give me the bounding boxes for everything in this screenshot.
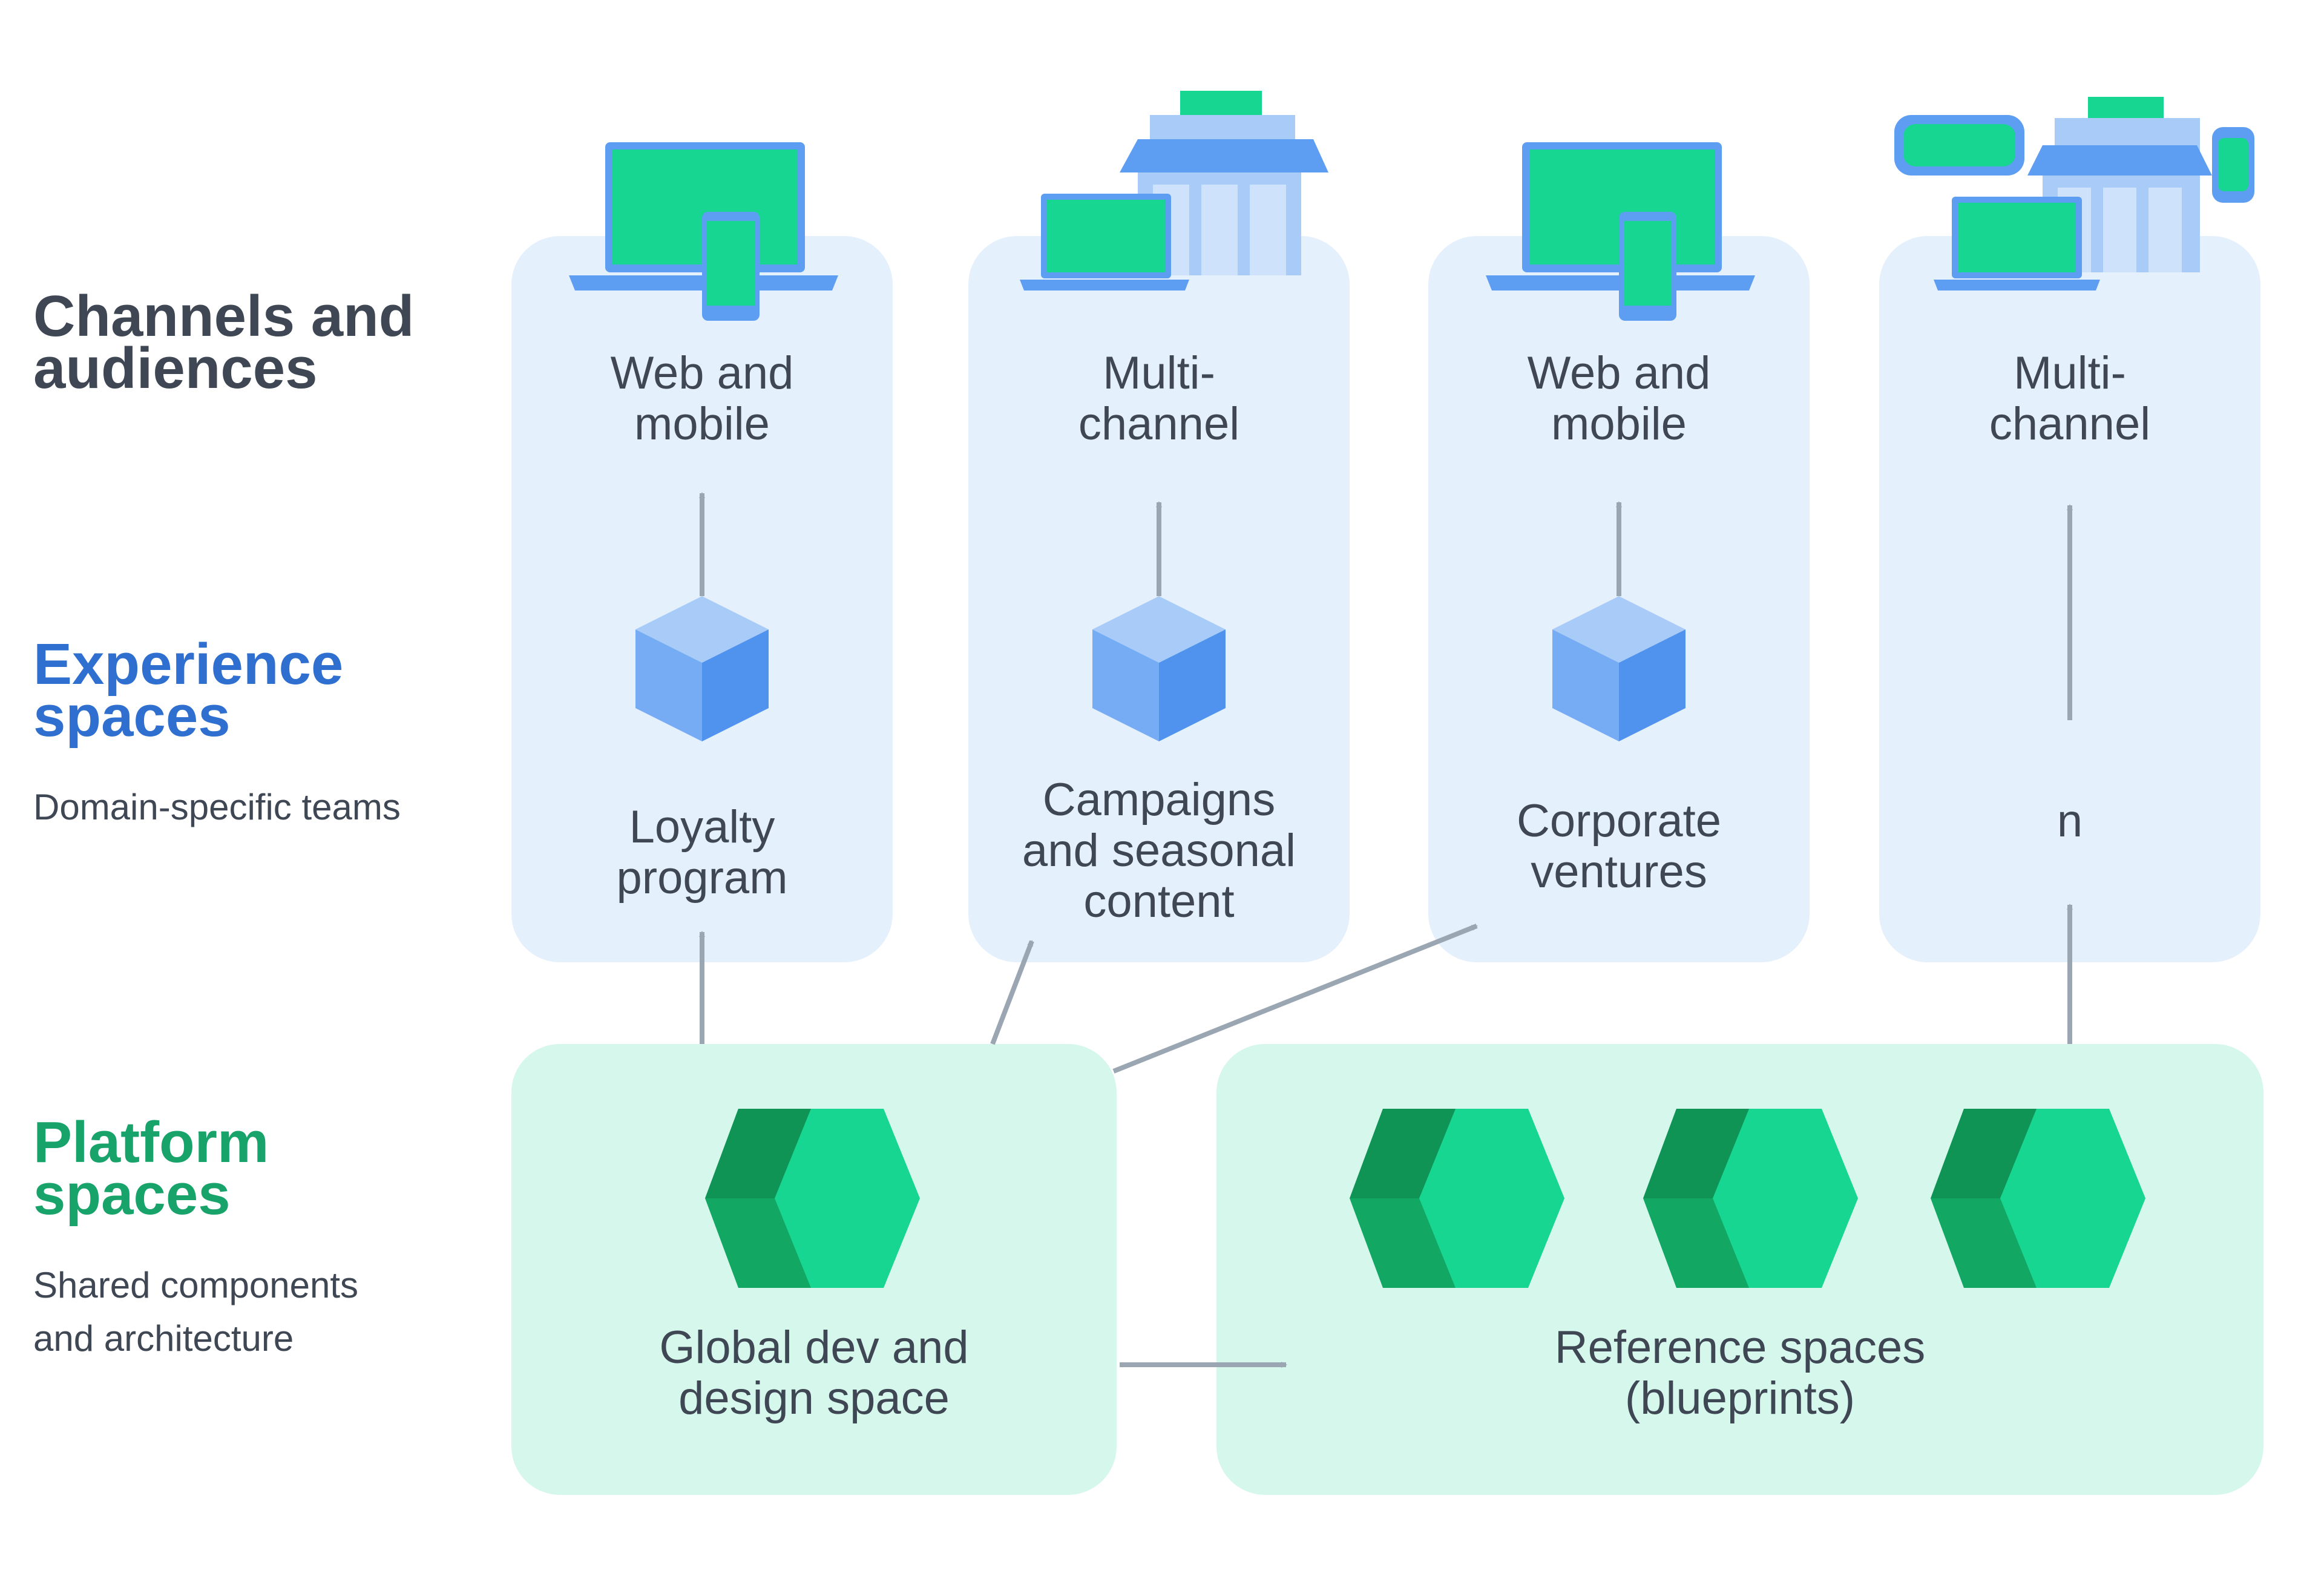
channel-label-3: Web and mobile [1527, 347, 1711, 450]
laptop-phone-icon [569, 142, 838, 321]
experience-cube-corporate-icon [1552, 596, 1686, 741]
arrow-global-to-corporate [1112, 924, 1478, 1074]
space-label-campaigns: Campaigns and seasonal content [1022, 774, 1296, 927]
platform-spaces-title: Platform spaces [33, 1110, 269, 1227]
platform-global-hexagon-icon [705, 1109, 920, 1288]
experience-spaces-subtitle: Domain-specific teams [33, 787, 401, 827]
experience-cube-loyalty-icon [635, 596, 769, 741]
reference-spaces-label: Reference spaces (blueprints) [1554, 1322, 1926, 1424]
channel-label-1: Web and mobile [610, 347, 794, 450]
arrows [699, 492, 2073, 1368]
experience-cube-campaigns-icon [1092, 596, 1226, 741]
channel-label-2: Multi- channel [1078, 347, 1240, 450]
laptop-store-icon [1020, 91, 1328, 291]
experience-spaces-title: Experience spaces [33, 632, 344, 749]
global-dev-design-label: Global dev and design space [659, 1322, 969, 1424]
vr-store-laptop-watch-icon [1894, 97, 2254, 291]
reference-hexagon-1-icon [1350, 1109, 1564, 1288]
reference-hexagon-2-icon [1643, 1109, 1858, 1288]
channel-label-4: Multi- channel [1989, 347, 2151, 450]
channels-audiences-title: Channels and audiences [33, 284, 415, 401]
space-label-n: n [2056, 795, 2083, 847]
space-label-corporate: Corporate ventures [1517, 795, 1721, 898]
laptop-phone-icon-2 [1486, 142, 1755, 321]
space-label-loyalty: Loyalty program [616, 801, 788, 904]
platform-spaces-subtitle: Shared components and architecture [33, 1265, 359, 1359]
arrow-global-to-campaigns [990, 940, 1034, 1045]
reference-hexagon-3-icon [1931, 1109, 2145, 1288]
